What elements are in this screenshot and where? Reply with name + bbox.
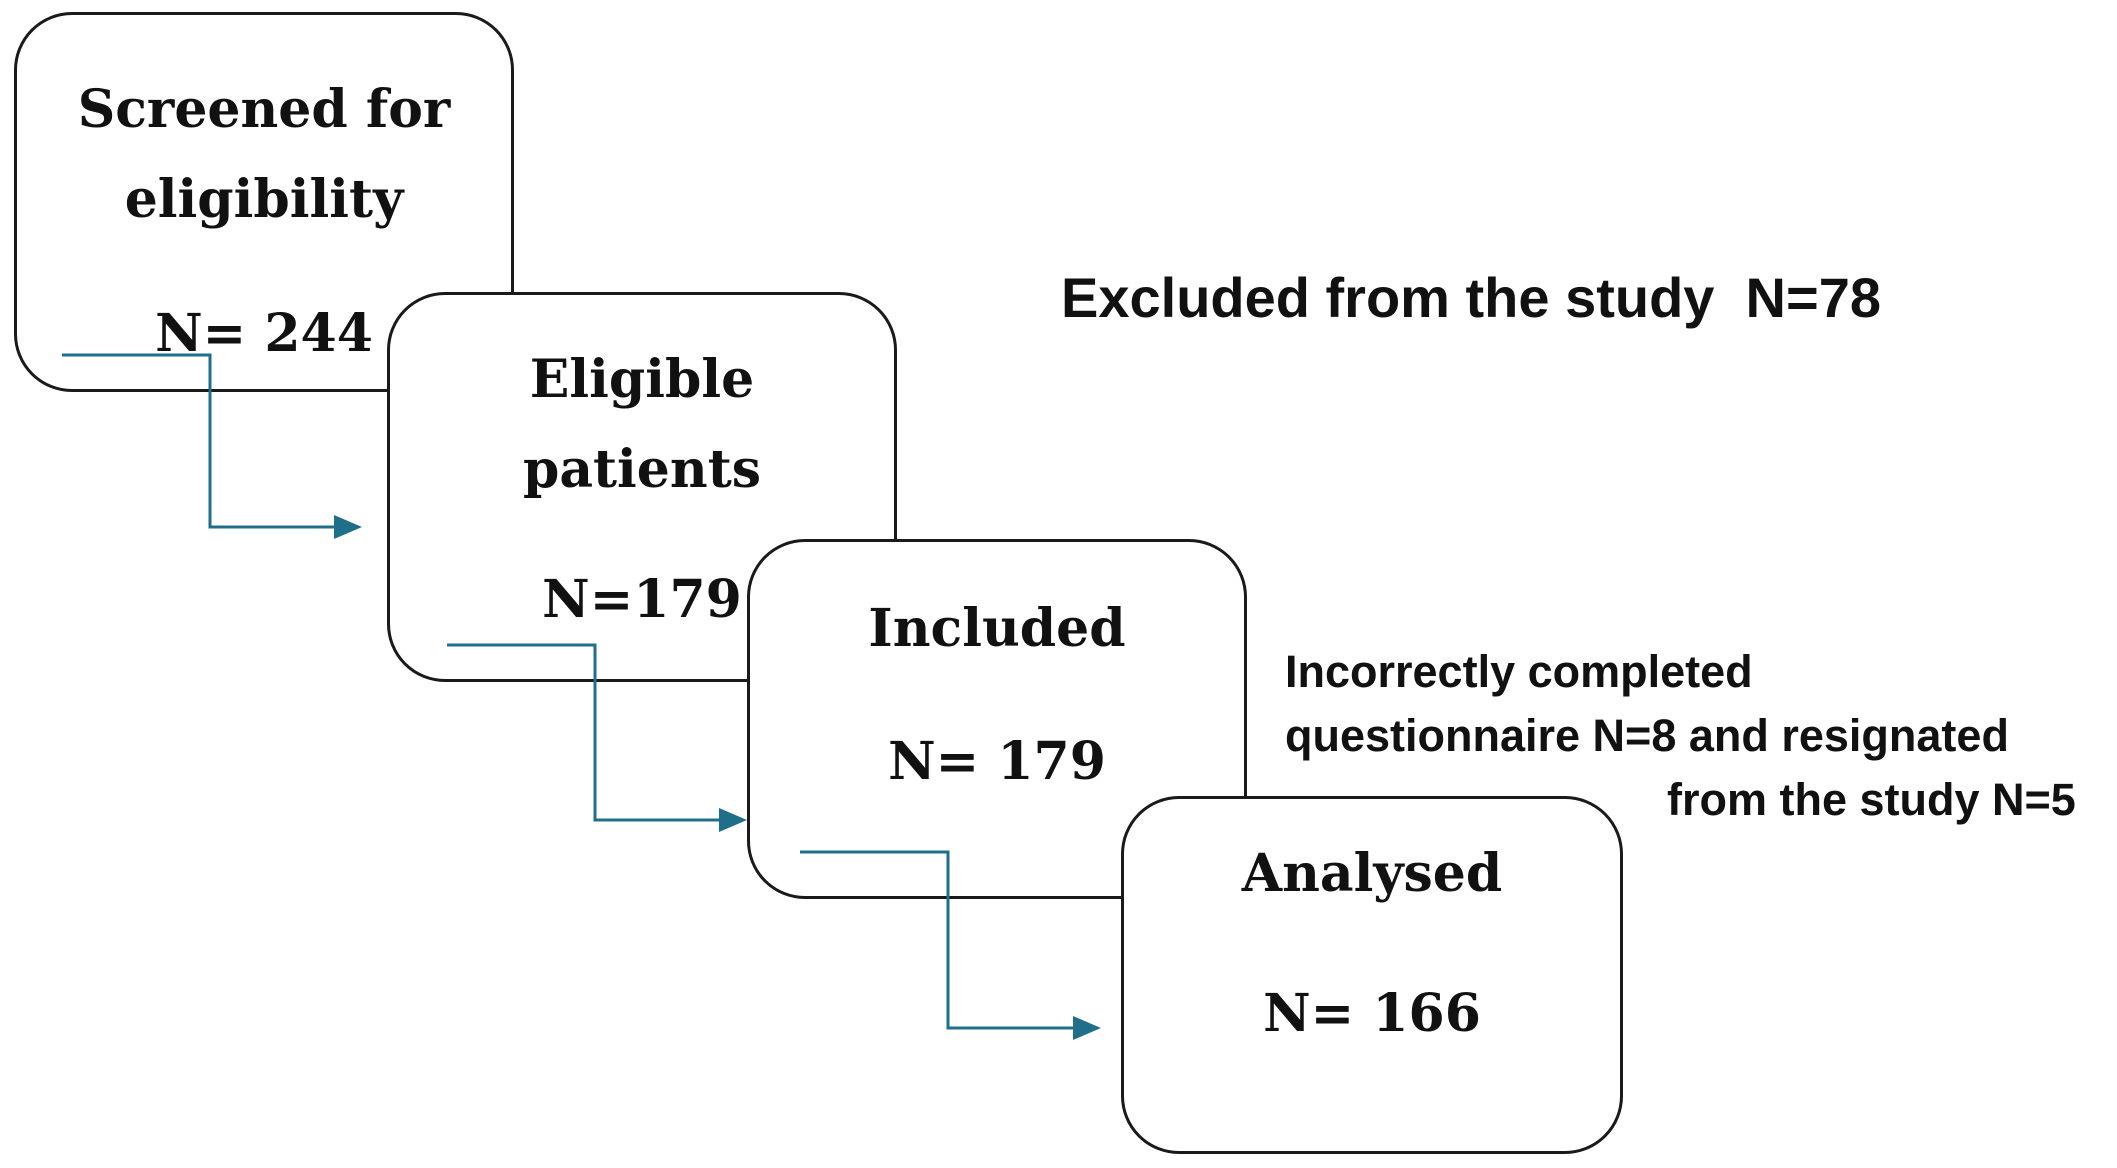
- excluded-analysis-line2: questionnaire N=8 and resignated: [1285, 710, 2009, 761]
- arrowhead-3: [1073, 1016, 1101, 1040]
- arrowhead-1: [334, 515, 362, 539]
- eligible-count: N=179: [542, 569, 742, 630]
- analysed-label: Analysed: [1241, 843, 1503, 904]
- arrowhead-2: [719, 808, 747, 832]
- excluded-analysis-line1: Incorrectly completed: [1285, 646, 1753, 697]
- screened-label-line2: eligibility: [124, 169, 404, 230]
- excluded-note: Excluded from the study N=78: [1061, 266, 1881, 329]
- excluded-analysis-line3: from the study N=5: [1667, 774, 2076, 825]
- included-label: Included: [868, 598, 1126, 659]
- analysed-box: Analysed N= 166: [1121, 796, 1623, 1154]
- eligible-label-line2: patients: [522, 439, 761, 500]
- flow-arrow-1: [62, 353, 340, 529]
- eligible-label-line1: Eligible: [529, 349, 755, 410]
- included-count: N= 179: [888, 731, 1106, 792]
- flow-arrow-2: [447, 643, 725, 822]
- analysed-count: N= 166: [1263, 983, 1481, 1044]
- flow-arrow-3: [800, 850, 1080, 1030]
- screened-label-line1: Screened for: [77, 79, 451, 140]
